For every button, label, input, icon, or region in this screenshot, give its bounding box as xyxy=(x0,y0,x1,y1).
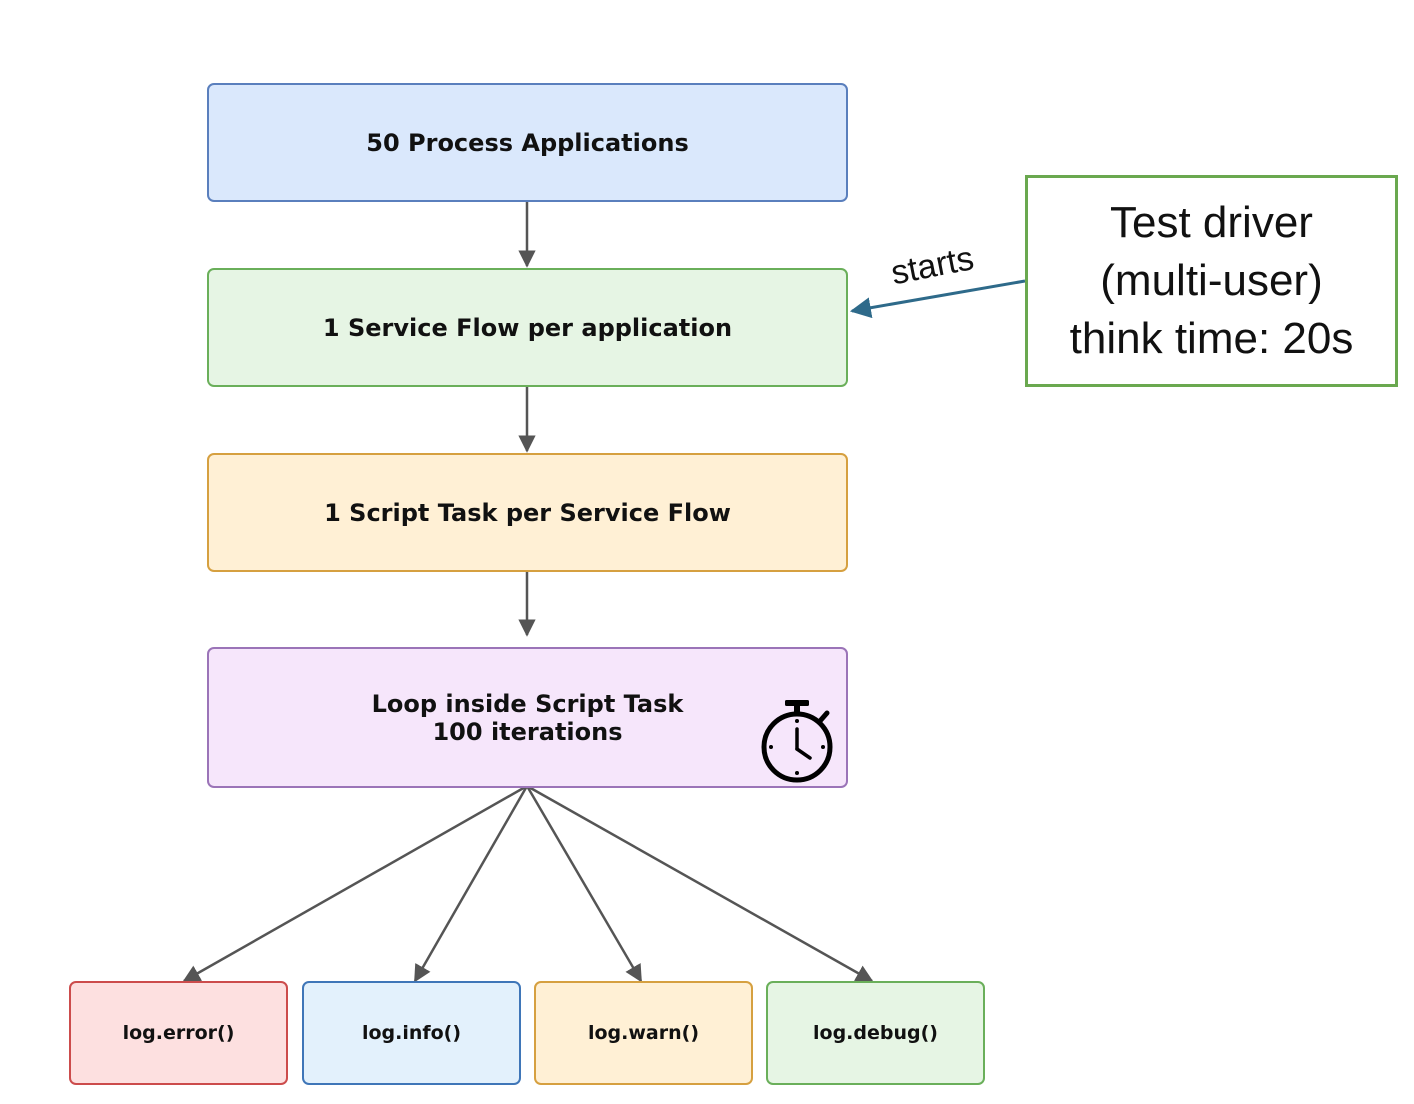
node-log-debug: log.debug() xyxy=(766,981,985,1085)
node-script-task-label: 1 Script Task per Service Flow xyxy=(324,498,731,527)
node-process-applications: 50 Process Applications xyxy=(207,83,848,202)
node-log-error: log.error() xyxy=(69,981,288,1085)
arrow-driver-starts-flow xyxy=(849,279,1026,319)
arrow-loop-to-warn xyxy=(525,785,643,983)
node-process-applications-label: 50 Process Applications xyxy=(366,128,689,157)
test-driver-title: Test driver xyxy=(1110,198,1313,247)
node-loop-text: Loop inside Script Task 100 iterations xyxy=(372,690,684,746)
test-driver-mode: (multi-user) xyxy=(1100,256,1323,305)
node-service-flow-label: 1 Service Flow per application xyxy=(322,313,733,342)
node-loop-iterations: 100 iterations xyxy=(432,717,623,746)
stopwatch-icon xyxy=(761,700,833,783)
node-service-flow: 1 Service Flow per application xyxy=(207,268,848,387)
node-loop: Loop inside Script Task 100 iterations xyxy=(207,647,848,788)
log-error-label: log.error() xyxy=(122,1022,235,1044)
node-loop-label: Loop inside Script Task xyxy=(371,689,684,718)
node-log-warn: log.warn() xyxy=(534,981,753,1085)
arrow-loop-to-error xyxy=(182,784,528,983)
arrow-loop-to-debug xyxy=(526,784,874,983)
node-script-task: 1 Script Task per Service Flow xyxy=(207,453,848,572)
arrow-loop-to-info xyxy=(413,785,529,983)
node-log-info: log.info() xyxy=(302,981,521,1085)
test-driver-box: Test driver (multi-user) think time: 20s xyxy=(1025,175,1398,387)
log-info-label: log.info() xyxy=(361,1022,462,1044)
log-debug-label: log.debug() xyxy=(813,1022,938,1044)
log-warn-label: log.warn() xyxy=(587,1022,700,1044)
test-driver-think-time: think time: 20s xyxy=(1069,314,1354,363)
